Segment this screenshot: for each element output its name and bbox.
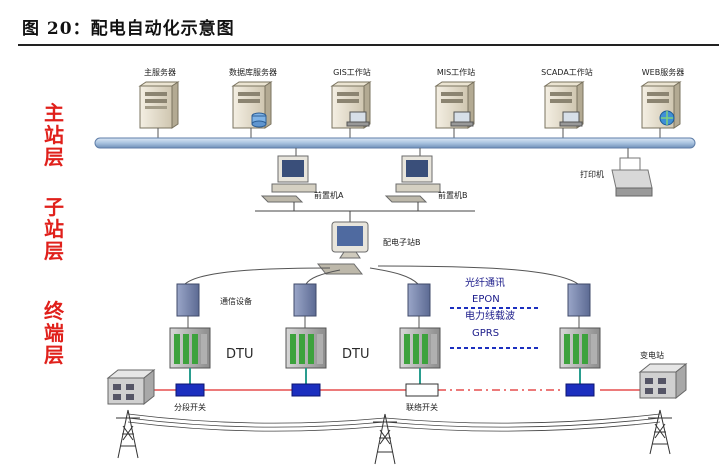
server-label: SCADA工作站 (541, 67, 593, 77)
dtu-cabinet-icon (399, 327, 441, 369)
layer-master-char: 站 (44, 123, 64, 147)
figure-header: 图 20：配电自动化示意图 (0, 0, 719, 46)
tie-switch-label: 联络开关 (406, 402, 438, 412)
web-server-icon (640, 81, 682, 129)
computer-icon (384, 155, 441, 203)
substation-links (184, 265, 579, 285)
transmission-tower-icon (116, 409, 140, 459)
workstation-icon (330, 81, 372, 129)
figure-caption: 配电自动化示意图 (90, 19, 235, 39)
figure-title: 图 20：配电自动化示意图 (22, 19, 235, 39)
server-label: 数据库服务器 (229, 67, 277, 77)
comm-to-dtu-lines (187, 316, 580, 328)
comm-method-epon: EPON (472, 294, 500, 305)
comm-device-label: 通信设备 (220, 296, 252, 306)
comm-method-plc: 电力线载波 (465, 309, 515, 322)
transmission-tower-icon (373, 413, 397, 465)
header-rule (18, 44, 719, 46)
layer-substation-char: 子 (44, 195, 64, 219)
transmission-tower-icon (648, 409, 672, 455)
layer-label-master: 主 站 层 (44, 101, 64, 169)
layer-master-char: 主 (44, 101, 64, 125)
comm-method-gprs: GPRS (472, 328, 499, 339)
frontend-a-label: 前置机A (314, 190, 344, 200)
server-label: MIS工作站 (437, 67, 475, 77)
substation-computer-icon (316, 221, 369, 275)
transformer-station-label: 变电站 (640, 350, 664, 360)
dtu-cabinet-icon (169, 327, 211, 369)
database-server-icon (231, 81, 273, 129)
layer-label-terminal: 终 端 层 (44, 299, 65, 367)
server-label: 主服务器 (144, 67, 176, 77)
frontend-bus (255, 202, 475, 224)
layer-label-substation: 子 站 层 (44, 195, 64, 263)
layer-master-char: 层 (44, 145, 64, 169)
dtu-cabinet-icon (559, 327, 601, 369)
server-label: GIS工作站 (333, 67, 371, 77)
figure-number: 图 20 (22, 19, 73, 39)
network-bus (94, 137, 696, 149)
server-drop-lines (157, 128, 661, 138)
distribution-automation-diagram: 主 站 层 子 站 层 终 端 层 主服务器 数据库服务器 GIS工作站 MIS… (44, 67, 696, 465)
layer-substation-char: 层 (44, 239, 64, 263)
section-switch-icon (565, 383, 595, 397)
section-switch-icon (175, 383, 205, 397)
layer-substation-char: 站 (44, 217, 64, 241)
transmission-wires (127, 413, 661, 432)
frontend-b-label: 前置机B (438, 190, 468, 200)
dtu-cabinet-icon (285, 327, 327, 369)
layer-terminal-char: 终 (44, 299, 65, 323)
server-icon (138, 81, 180, 129)
comm-device-icon (176, 283, 591, 317)
printer-label: 打印机 (580, 169, 604, 179)
layer-terminal-char: 端 (44, 321, 64, 345)
section-switch-icon (291, 383, 321, 397)
dtu-label: DTU (226, 347, 253, 362)
workstation-icon (434, 81, 476, 129)
section-switch-label: 分段开关 (174, 402, 206, 412)
layer-terminal-char: 层 (44, 343, 64, 367)
dtu-label: DTU (342, 347, 369, 362)
printer-icon (611, 157, 653, 197)
workstation-icon (543, 81, 585, 129)
substation-label: 配电子站B (383, 237, 421, 247)
computer-icon (260, 155, 317, 203)
substation-building-icon (638, 362, 688, 400)
dtu-to-switch-lines (189, 368, 581, 384)
server-label: WEB服务器 (642, 67, 684, 77)
substation-building-icon (106, 368, 156, 406)
tie-switch-icon (405, 383, 439, 397)
comm-method-fiber: 光纤通讯 (465, 276, 505, 289)
